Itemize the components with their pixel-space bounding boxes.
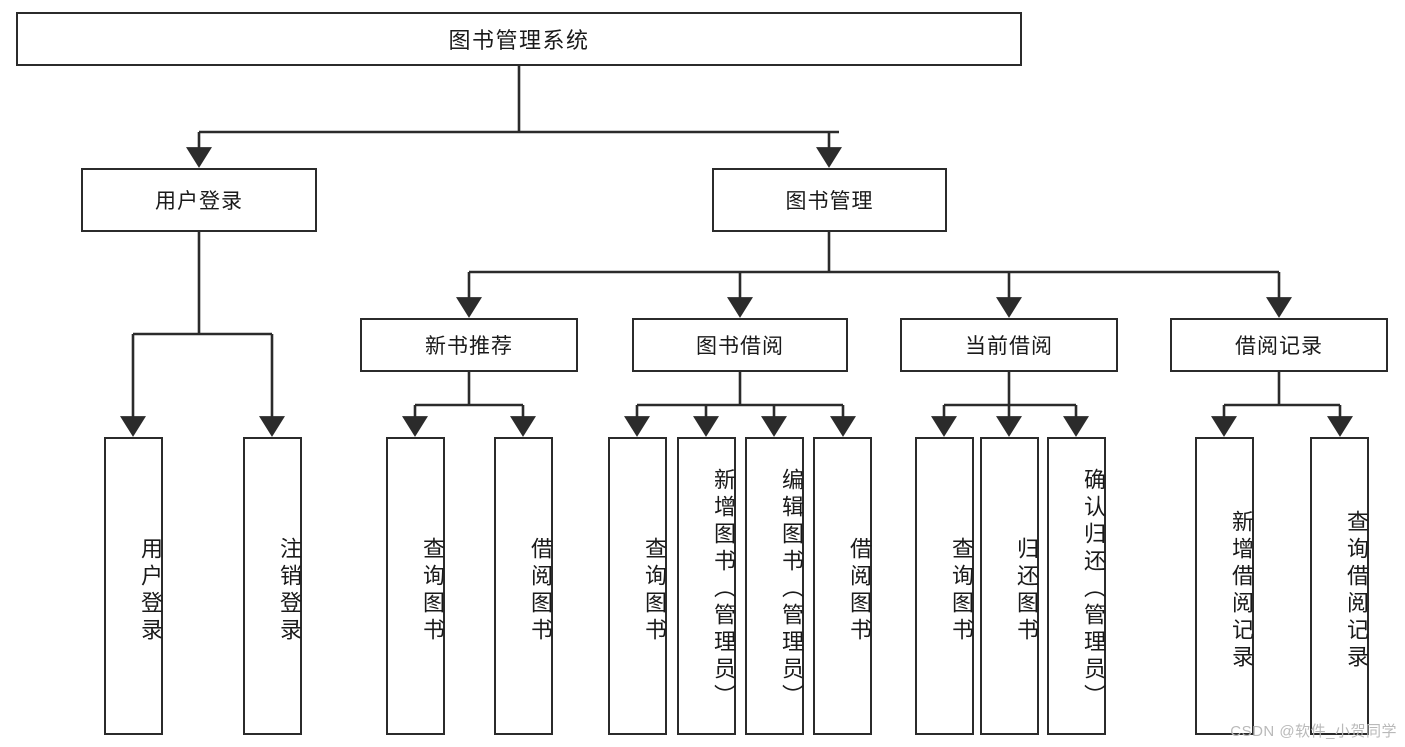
node-label: 查询借阅记录 [1344, 510, 1369, 672]
node-label: 图书管理系统 [448, 28, 590, 53]
node-label: 注销登录 [277, 537, 302, 645]
leaf-current-borrow-confirm[interactable]: 确认归还（管理员） [1047, 437, 1106, 735]
leaf-user-login-login[interactable]: 用户登录 [104, 437, 163, 735]
node-root-system[interactable]: 图书管理系统 [16, 12, 1022, 66]
node-label: 新增借阅记录 [1229, 510, 1254, 672]
node-user-login[interactable]: 用户登录 [81, 168, 317, 232]
node-label: 新增图书（管理员） [711, 467, 736, 711]
node-label: 图书借阅 [696, 335, 784, 358]
node-label: 查询图书 [642, 537, 667, 645]
node-label: 借阅图书 [847, 537, 872, 645]
leaf-current-borrow-return[interactable]: 归还图书 [980, 437, 1039, 735]
node-label: 编辑图书（管理员） [779, 467, 804, 711]
node-borrow-records[interactable]: 借阅记录 [1170, 318, 1388, 372]
node-label: 借阅记录 [1235, 335, 1323, 358]
leaf-new-book-borrow[interactable]: 借阅图书 [494, 437, 553, 735]
node-book-borrow[interactable]: 图书借阅 [632, 318, 848, 372]
leaf-user-login-logout[interactable]: 注销登录 [243, 437, 302, 735]
node-label: 新书推荐 [425, 335, 513, 358]
node-label: 借阅图书 [528, 537, 553, 645]
leaf-book-borrow-query[interactable]: 查询图书 [608, 437, 667, 735]
node-label: 查询图书 [420, 537, 445, 645]
node-label: 用户登录 [138, 537, 163, 645]
leaf-borrow-records-query[interactable]: 查询借阅记录 [1310, 437, 1369, 735]
node-label: 图书管理 [785, 190, 874, 213]
node-book-management[interactable]: 图书管理 [712, 168, 947, 232]
node-current-borrow[interactable]: 当前借阅 [900, 318, 1118, 372]
leaf-book-borrow-borrow[interactable]: 借阅图书 [813, 437, 872, 735]
leaf-current-borrow-query[interactable]: 查询图书 [915, 437, 974, 735]
node-label: 归还图书 [1014, 537, 1039, 645]
leaf-book-borrow-add[interactable]: 新增图书（管理员） [677, 437, 736, 735]
leaf-book-borrow-edit[interactable]: 编辑图书（管理员） [745, 437, 804, 735]
leaf-new-book-query[interactable]: 查询图书 [386, 437, 445, 735]
node-new-book-recommend[interactable]: 新书推荐 [360, 318, 578, 372]
node-label: 当前借阅 [965, 335, 1053, 358]
node-label: 确认归还（管理员） [1081, 467, 1106, 711]
node-label: 查询图书 [949, 537, 974, 645]
leaf-borrow-records-add[interactable]: 新增借阅记录 [1195, 437, 1254, 735]
node-label: 用户登录 [155, 190, 243, 213]
